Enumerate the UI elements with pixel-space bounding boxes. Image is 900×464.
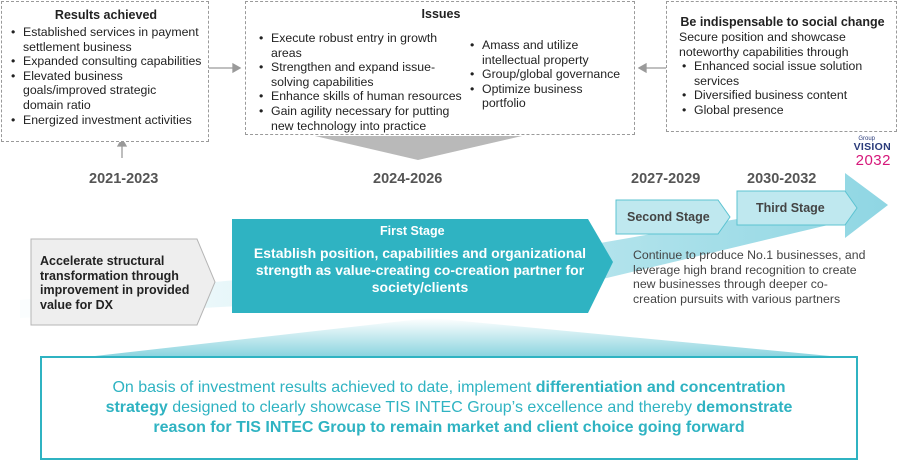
strategy-text-2: differentiation and concentration strate… xyxy=(105,379,786,416)
strategy-text: On basis of investment results achieved … xyxy=(89,378,809,438)
strategy-text-3: designed to clearly showcase TIS INTEC G… xyxy=(167,399,697,416)
second-stage-chevron xyxy=(615,199,731,235)
third-stage-label: Third Stage xyxy=(756,201,825,215)
first-stage-label: First Stage xyxy=(380,224,445,238)
strategy-text-4: demonstrate reason for TIS INTEC Group t… xyxy=(153,399,793,436)
list-item: Gain agility necessary for putting new t… xyxy=(258,104,463,133)
list-item: Strengthen and expand issue-solving capa… xyxy=(258,60,463,89)
second-stage-label: Second Stage xyxy=(627,210,710,224)
period-2030-2032: 2030-2032 xyxy=(747,171,817,187)
strategy-box: On basis of investment results achieved … xyxy=(40,356,858,460)
list-item: Optimize business portfolio xyxy=(469,82,629,111)
vision-logo-word: VISION xyxy=(853,141,891,153)
list-item: Expanded consulting capabilities xyxy=(10,54,202,69)
list-item: Enhance skills of human resources xyxy=(258,89,463,104)
social-change-intro: Secure position and showcase noteworthy … xyxy=(679,30,849,59)
bottom-glow xyxy=(95,318,830,356)
list-item: Group/global governance xyxy=(469,67,629,82)
dx-stage-text: Accelerate structural transformation thr… xyxy=(40,254,190,312)
vision-2032-logo: Group VISION 2032 xyxy=(843,136,891,168)
social-change-box: Be indispensable to social change Secure… xyxy=(666,1,897,132)
results-achieved-title: Results achieved xyxy=(54,8,158,22)
vision-logo-year: 2032 xyxy=(855,151,891,169)
period-2024-2026: 2024-2026 xyxy=(373,171,443,187)
issues-box: Issues Execute robust entry in growth ar… xyxy=(245,1,635,135)
first-stage-chevron xyxy=(232,219,613,313)
first-stage-text: Establish position, capabilities and org… xyxy=(253,245,587,295)
list-item: Energized investment activities xyxy=(10,113,202,128)
issues-down-arrow xyxy=(315,136,522,160)
list-item: Execute robust entry in growth areas xyxy=(258,31,463,60)
list-item: Established services in payment settleme… xyxy=(10,25,202,54)
period-2027-2029: 2027-2029 xyxy=(631,171,701,187)
list-item: Diversified business content xyxy=(681,88,890,103)
third-stage-chevron xyxy=(736,190,858,226)
period-2021-2023: 2021-2023 xyxy=(89,171,159,187)
dx-chevron xyxy=(30,238,216,326)
vision-logo-group: Group xyxy=(858,136,875,142)
future-stage-text: Continue to produce No.1 businesses, and… xyxy=(633,248,866,307)
connector-arrows xyxy=(116,62,666,158)
social-change-list: Enhanced social issue solution services … xyxy=(675,59,890,117)
social-change-title: Be indispensable to social change xyxy=(680,15,885,29)
list-item: Elevated business goals/improved strateg… xyxy=(10,69,202,113)
list-item: Global presence xyxy=(681,103,890,118)
results-list: Established services in payment settleme… xyxy=(10,25,202,127)
issues-list-right: Amass and utilize intellectual property … xyxy=(469,38,629,111)
results-achieved-box: Results achieved Established services in… xyxy=(1,1,209,142)
strategy-text-1: On basis of investment results achieved … xyxy=(112,379,536,396)
issues-list-left: Execute robust entry in growth areas Str… xyxy=(258,31,463,133)
list-item: Amass and utilize intellectual property xyxy=(469,38,629,67)
issues-title: Issues xyxy=(421,7,461,21)
list-item: Enhanced social issue solution services xyxy=(681,59,890,88)
